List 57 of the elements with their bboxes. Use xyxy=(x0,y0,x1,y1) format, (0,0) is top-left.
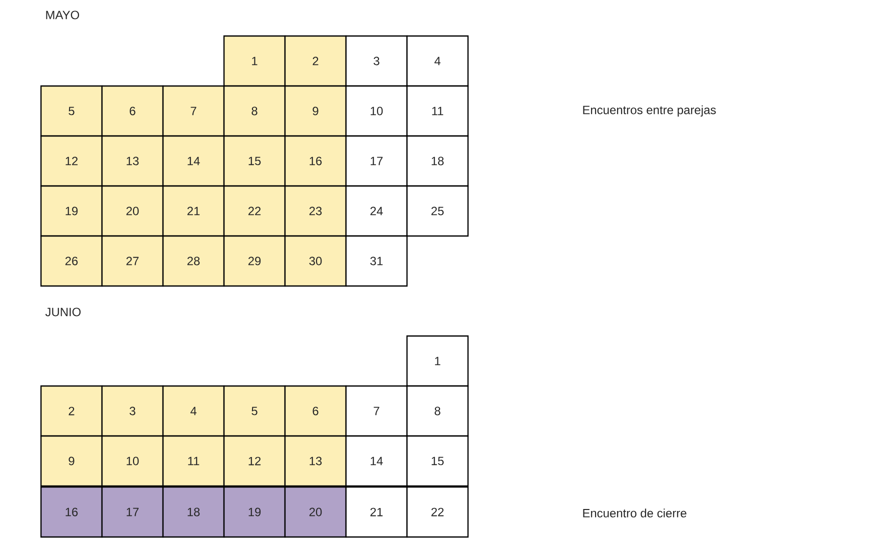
note-text: Encuentro de cierre xyxy=(583,508,686,518)
day-cell: 10 xyxy=(101,435,164,487)
day-cell: 29 xyxy=(223,235,286,287)
day-cell: 19 xyxy=(40,185,103,237)
day-cell: 11 xyxy=(162,435,225,487)
day-cell: 9 xyxy=(40,435,103,487)
day-cell: 3 xyxy=(345,35,408,87)
day-cell: 12 xyxy=(223,435,286,487)
day-cell: 20 xyxy=(284,486,347,538)
day-cell: 18 xyxy=(406,135,469,187)
day-cell: 10 xyxy=(345,85,408,137)
month-heading: MAYO xyxy=(46,10,80,20)
day-cell: 12 xyxy=(40,135,103,187)
day-cell: 2 xyxy=(40,385,103,437)
day-cell: 16 xyxy=(284,135,347,187)
day-cell: 8 xyxy=(406,385,469,437)
day-cell: 30 xyxy=(284,235,347,287)
day-cell: 22 xyxy=(223,185,286,237)
day-cell: 7 xyxy=(162,85,225,137)
day-cell: 14 xyxy=(162,135,225,187)
day-cell: 1 xyxy=(223,35,286,87)
day-cell: 7 xyxy=(345,385,408,437)
day-cell: 13 xyxy=(101,135,164,187)
day-cell: 27 xyxy=(101,235,164,287)
day-cell: 21 xyxy=(162,185,225,237)
day-cell: 17 xyxy=(101,486,164,538)
day-cell: 8 xyxy=(223,85,286,137)
day-cell: 15 xyxy=(406,435,469,487)
day-cell: 13 xyxy=(284,435,347,487)
day-cell: 3 xyxy=(101,385,164,437)
day-cell: 20 xyxy=(101,185,164,237)
day-cell: 16 xyxy=(40,486,103,538)
day-cell: 24 xyxy=(345,185,408,237)
day-cell: 26 xyxy=(40,235,103,287)
day-cell: 1 xyxy=(406,335,469,387)
day-cell: 19 xyxy=(223,486,286,538)
day-cell: 5 xyxy=(40,85,103,137)
day-cell: 31 xyxy=(345,235,408,287)
day-cell: 28 xyxy=(162,235,225,287)
day-cell: 22 xyxy=(406,486,469,538)
day-cell: 4 xyxy=(162,385,225,437)
day-cell: 14 xyxy=(345,435,408,487)
day-cell: 6 xyxy=(284,385,347,437)
note-text: Encuentros entre parejas xyxy=(583,105,716,117)
month-heading: JUNIO xyxy=(45,308,81,316)
day-cell: 23 xyxy=(284,185,347,237)
day-cell: 15 xyxy=(223,135,286,187)
day-cell: 4 xyxy=(406,35,469,87)
day-cell: 2 xyxy=(284,35,347,87)
day-cell: 25 xyxy=(406,185,469,237)
day-cell: 9 xyxy=(284,85,347,137)
day-cell: 18 xyxy=(162,486,225,538)
day-cell: 11 xyxy=(406,85,469,137)
day-cell: 17 xyxy=(345,135,408,187)
day-cell: 5 xyxy=(223,385,286,437)
day-cell: 21 xyxy=(345,486,408,538)
day-cell: 6 xyxy=(101,85,164,137)
